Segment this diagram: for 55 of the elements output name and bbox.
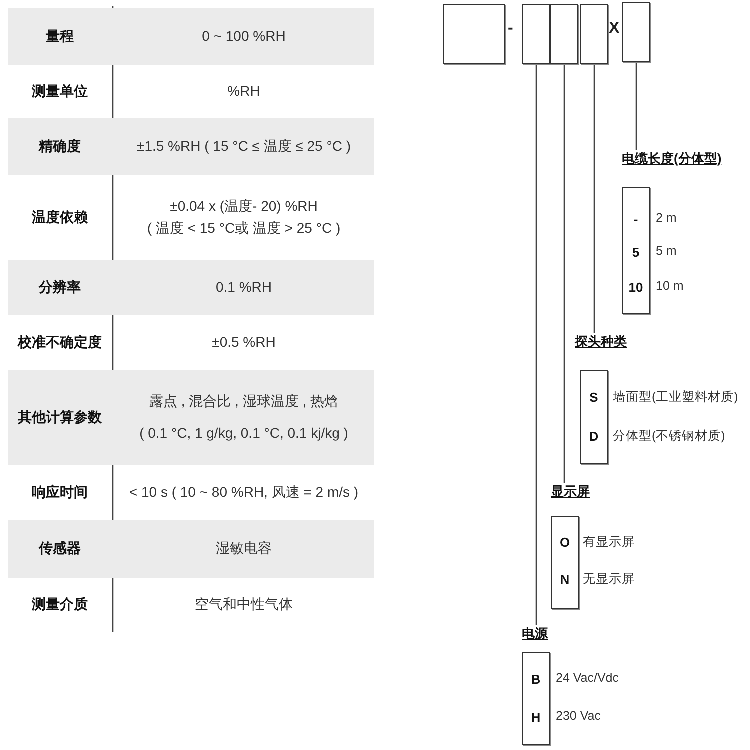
option-description: 墙面型(工业塑料材质) — [613, 389, 738, 406]
option-code: 5 — [631, 245, 641, 260]
parameter-name: 校准不确定度 — [18, 334, 102, 352]
parameter-value: 湿敏电容 — [216, 540, 272, 558]
parameter-value: ( 温度 < 15 °C或 温度 > 25 °C ) — [147, 220, 341, 237]
code-box — [443, 4, 505, 64]
option-description: 分体型(不锈钢材质) — [613, 428, 726, 445]
parameter-name: 传感器 — [39, 540, 81, 558]
option-heading: 显示屏 — [551, 483, 590, 501]
connector-line — [536, 65, 538, 625]
option-description: 无显示屏 — [583, 571, 635, 588]
code-box — [580, 4, 608, 64]
parameter-value: 空气和中性气体 — [195, 596, 293, 614]
code-separator: - — [508, 20, 514, 38]
option-description: 有显示屏 — [583, 534, 635, 551]
option-description: 5 m — [656, 244, 677, 258]
parameter-value: ±0.5 %RH — [212, 334, 276, 352]
parameter-name: 响应时间 — [32, 484, 88, 502]
option-code: B — [530, 672, 542, 687]
connector-line — [636, 63, 638, 150]
parameter-name: 量程 — [46, 28, 74, 46]
parameter-name: 测量介质 — [32, 596, 88, 614]
code-box — [622, 2, 650, 62]
code-box — [522, 4, 550, 64]
parameter-value: %RH — [228, 82, 260, 100]
parameter-value: ±1.5 %RH ( 15 °C ≤ 温度 ≤ 25 °C ) — [137, 138, 351, 156]
parameter-name: 分辨率 — [39, 278, 81, 296]
option-description: 230 Vac — [556, 709, 601, 723]
parameter-value: 露点 , 混合比 , 湿球温度 , 热焓 — [149, 393, 338, 410]
connector-line — [594, 65, 596, 333]
option-code: H — [530, 710, 542, 725]
option-heading: 电源 — [522, 625, 548, 643]
option-description: 10 m — [656, 279, 684, 293]
parameter-value: 0.1 %RH — [216, 278, 272, 296]
parameter-value: ( 0.1 °C, 1 g/kg, 0.1 °C, 0.1 kj/kg ) — [140, 424, 348, 442]
option-description: 2 m — [656, 211, 677, 225]
option-description: 24 Vac/Vdc — [556, 671, 620, 685]
option-code: S — [588, 390, 600, 405]
parameter-name: 精确度 — [39, 138, 81, 156]
option-heading: 探头种类 — [575, 333, 627, 351]
parameter-name: 温度依赖 — [32, 208, 88, 226]
parameter-value: ±0.04 x (温度- 20) %RH — [170, 198, 318, 216]
parameter-value: 0 ~ 100 %RH — [202, 28, 286, 46]
option-code: - — [632, 212, 640, 227]
parameter-name: 其他计算参数 — [18, 408, 102, 426]
option-code: O — [558, 535, 572, 550]
code-box — [550, 4, 578, 64]
option-heading: 电缆长度(分体型) — [622, 150, 722, 168]
code-separator: X — [609, 20, 620, 38]
connector-line — [564, 65, 566, 483]
parameter-name: 测量单位 — [32, 82, 88, 100]
option-code: 10 — [628, 280, 644, 295]
option-code: D — [588, 429, 600, 444]
option-code: N — [559, 572, 571, 587]
parameter-value: < 10 s ( 10 ~ 80 %RH, 风速 = 2 m/s ) — [129, 484, 359, 502]
